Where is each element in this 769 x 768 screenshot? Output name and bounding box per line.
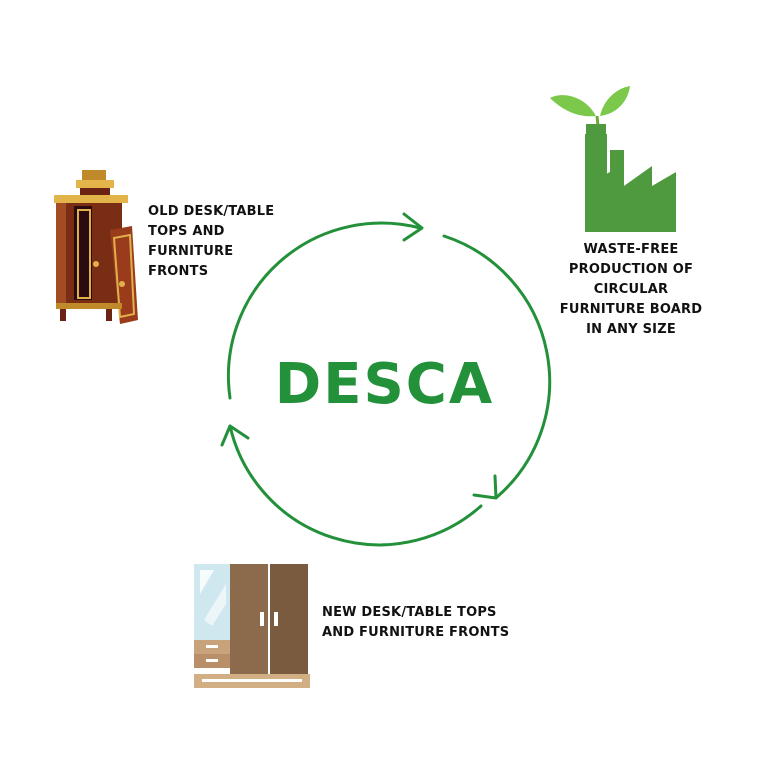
cycle-arrow-bottom <box>228 424 483 547</box>
cycle-arrow-top <box>226 221 422 400</box>
old-cabinet-icon <box>54 170 138 324</box>
cycle-arrowhead-top <box>402 212 424 242</box>
cycle-arrowhead-bottom <box>220 424 250 447</box>
diagram-title: DESCA <box>274 352 495 417</box>
production-label: WASTE-FREE PRODUCTION OF CIRCULAR FURNIT… <box>559 242 703 337</box>
cycle-arrowhead-right <box>472 474 498 500</box>
cycle-arrow-right <box>442 234 552 499</box>
old-furniture-label: OLD DESK/TABLE TOPS AND FURNITURE FRONTS <box>148 204 275 279</box>
eco-factory-icon <box>550 86 676 232</box>
new-wardrobe-icon <box>194 564 310 688</box>
new-furniture-label: NEW DESK/TABLE TOPS AND FURNITURE FRONTS <box>322 605 510 640</box>
